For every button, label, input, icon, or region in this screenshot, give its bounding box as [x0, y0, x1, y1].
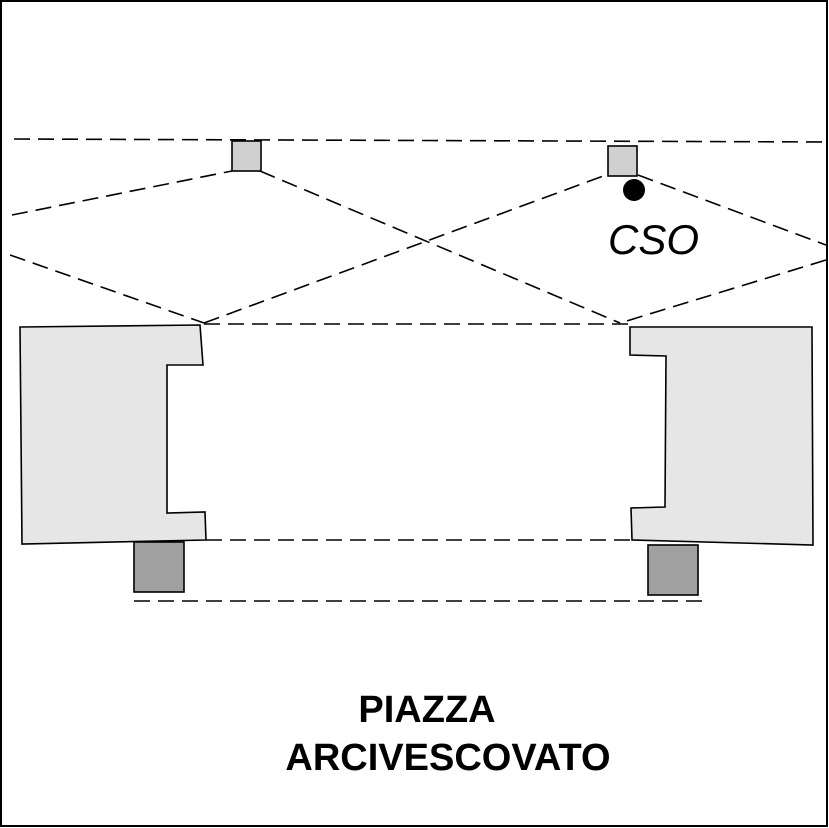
- left-camera-box: [231, 140, 262, 172]
- cso-sensor-dot: [623, 179, 645, 201]
- right-building: [629, 326, 814, 546]
- cso-label: CSO: [608, 216, 699, 263]
- left-camera-view-line-1: [11, 170, 233, 216]
- top-boundary-line: [13, 138, 829, 143]
- right-camera-box: [607, 145, 638, 177]
- right-camera-view-line-2: [637, 174, 827, 246]
- right-pillar: [647, 544, 699, 596]
- left-building: [19, 324, 207, 545]
- square-name-line-2: ARCIVESCOVATO: [285, 737, 610, 779]
- left-pillar: [133, 541, 185, 593]
- right-lower-view-line: [619, 259, 827, 324]
- left-camera-view-line-2: [259, 170, 621, 324]
- left-lower-view-line: [9, 254, 205, 324]
- square-name-line-1: PIAZZA: [358, 689, 495, 731]
